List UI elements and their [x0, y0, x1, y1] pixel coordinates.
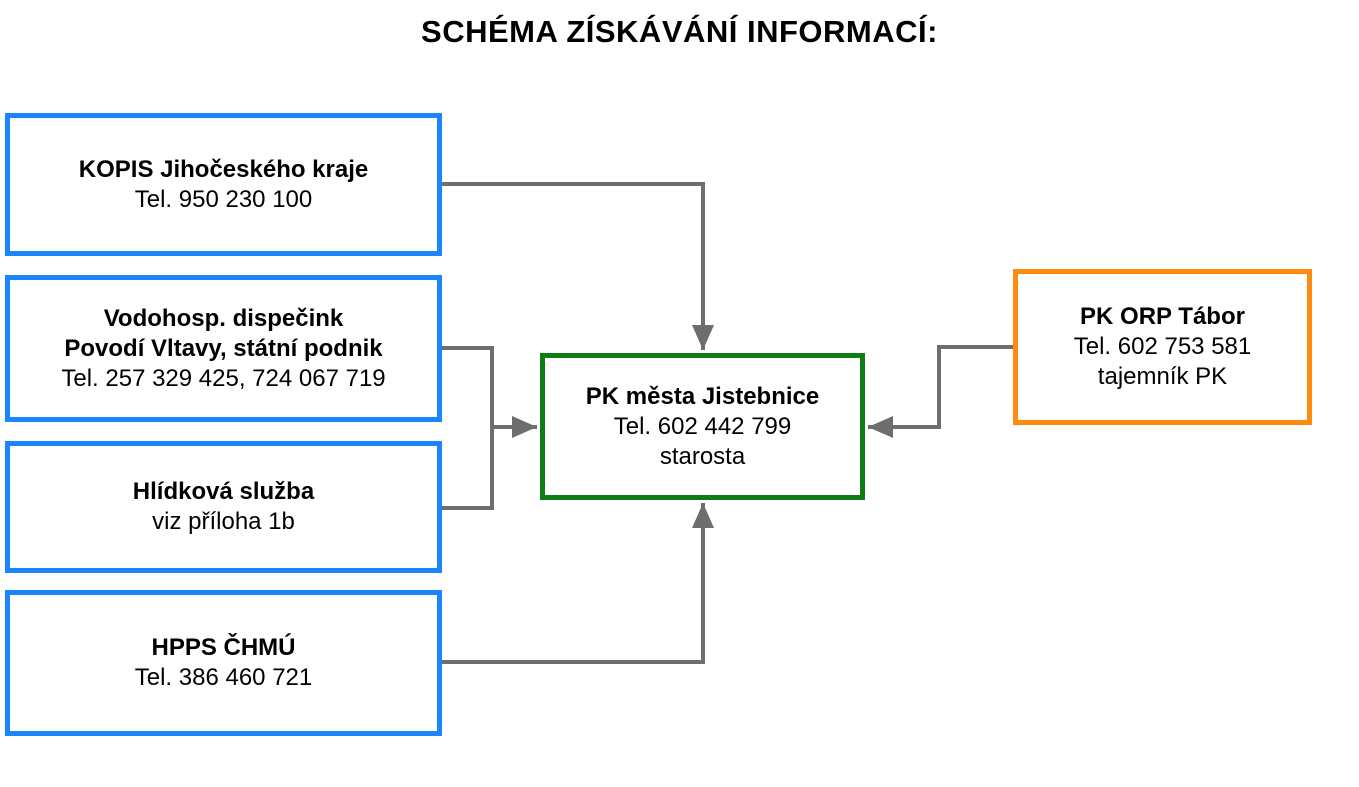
arrowhead-bottom [692, 503, 714, 528]
box-pk-orp-tabor: PK ORP Tábor Tel. 602 753 581 tajemník P… [1013, 269, 1312, 425]
hlidkova-name: Hlídková služba [132, 478, 315, 505]
hpps-name: HPPS ČHMÚ [151, 634, 296, 661]
orp-phone: Tel. 602 753 581 [1073, 333, 1252, 360]
arrow-hpps-to-central [442, 503, 705, 664]
vodohosp-name-line2: Povodí Vltavy, státní podnik [64, 334, 383, 362]
central-name: PK města Jistebnice [585, 382, 820, 410]
hpps-phone: Tel. 386 460 721 [134, 664, 313, 691]
arrowhead-top [692, 325, 714, 350]
kopis-name: KOPIS Jihočeského kraje [78, 155, 369, 183]
box-vodohosp: Vodohosp. dispečink Povodí Vltavy, státn… [5, 275, 442, 422]
central-role: starosta [659, 442, 746, 470]
arrow-kopis-to-central [442, 182, 705, 350]
arrowhead-left [512, 416, 537, 438]
box-pk-mesta-jistebnice: PK města Jistebnice Tel. 602 442 799 sta… [540, 353, 865, 500]
arrowhead-right [868, 416, 893, 438]
box-hpps: HPPS ČHMÚ Tel. 386 460 721 [5, 590, 442, 736]
arrow-vodohosp-to-central [442, 346, 494, 510]
box-kopis: KOPIS Jihočeského kraje Tel. 950 230 100 [5, 113, 442, 256]
hlidkova-detail: viz příloha 1b [152, 508, 295, 535]
box-hlidkova: Hlídková služba viz příloha 1b [5, 441, 442, 573]
diagram-title: SCHÉMA ZÍSKÁVÁNÍ INFORMACÍ: [421, 14, 938, 49]
orp-role: tajemník PK [1097, 363, 1228, 390]
orp-name: PK ORP Tábor [1080, 303, 1245, 330]
kopis-phone: Tel. 950 230 100 [134, 185, 313, 213]
arrow-orp-to-central [868, 345, 1013, 429]
vodohosp-name-line1: Vodohosp. dispečink [103, 304, 344, 332]
vodohosp-phone: Tel. 257 329 425, 724 067 719 [61, 364, 386, 392]
central-phone: Tel. 602 442 799 [613, 412, 792, 440]
